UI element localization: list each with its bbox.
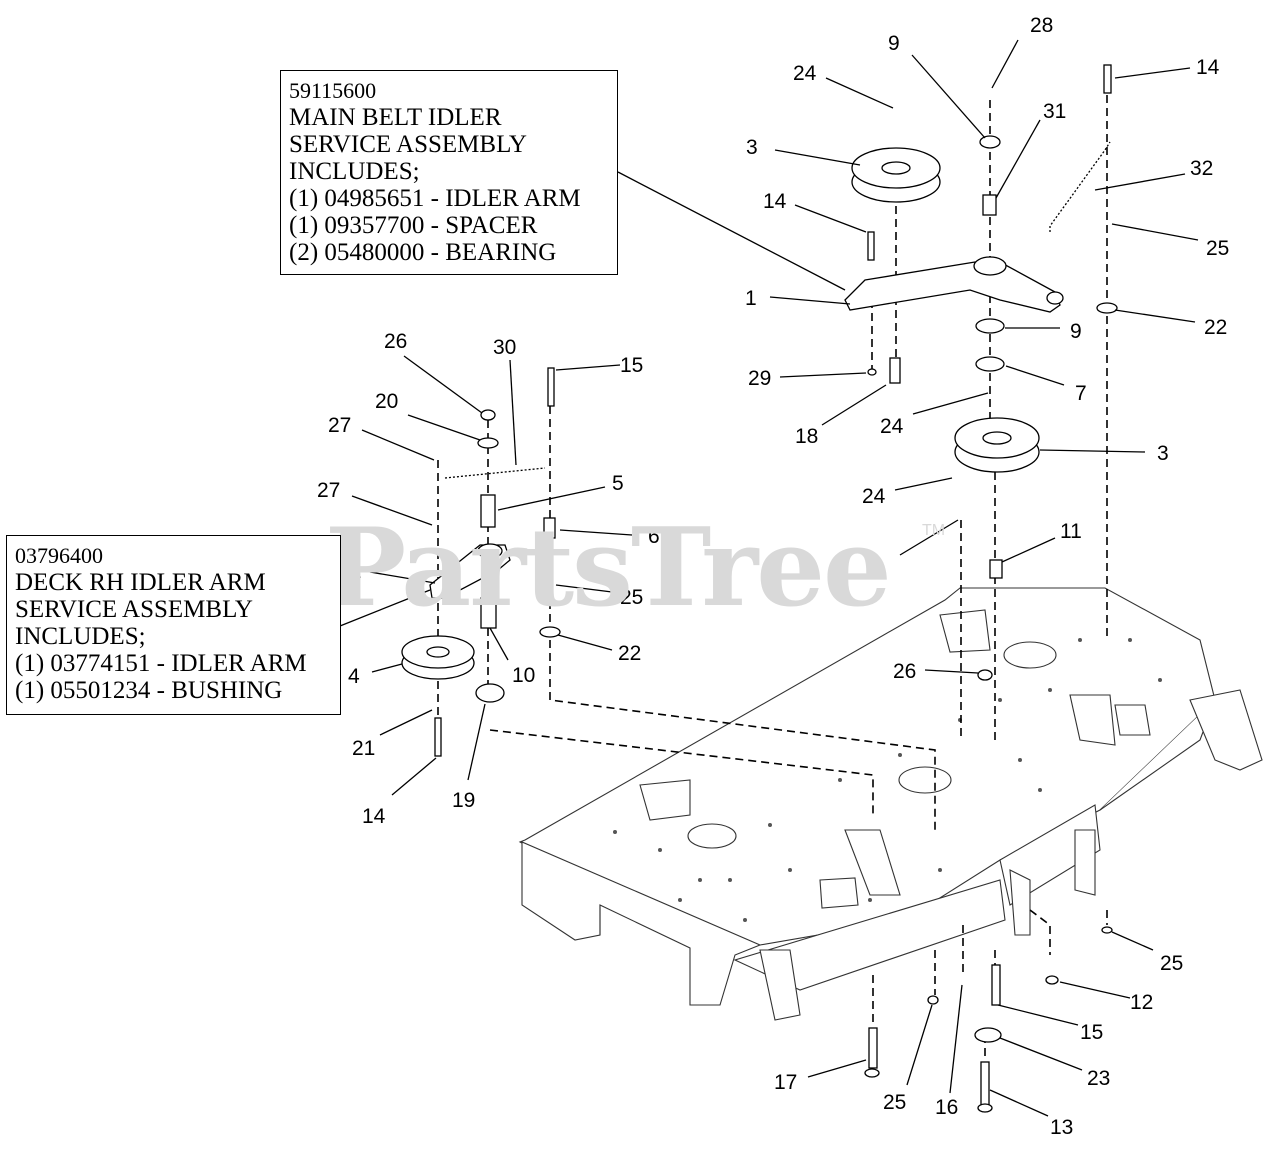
part-label: 31 (1043, 100, 1066, 123)
part-label: 25 (883, 1091, 906, 1114)
part-label: 22 (1204, 316, 1227, 339)
part-label: 27 (317, 479, 340, 502)
callout-line: SERVICE ASSEMBLY (15, 596, 253, 623)
part-label: 14 (763, 190, 787, 213)
callout-deck-rh-idler-arm: 03796400 DECK RH IDLER ARM SERVICE ASSEM… (6, 535, 341, 715)
part-label: 24 (880, 415, 904, 438)
pulley-rh (401, 635, 475, 680)
part-label: 26 (893, 660, 916, 683)
bushings-spacers (434, 64, 1112, 1108)
part-label: 24 (862, 485, 886, 508)
part-label: 2 (350, 560, 362, 583)
watermark-trademark: TM (922, 522, 946, 539)
watermark-logo: PartsTree (325, 505, 892, 631)
callout-line: 03796400 (15, 543, 103, 568)
part-label: 25 (620, 586, 643, 609)
callout-line: (1) 09357700 - SPACER (289, 212, 538, 239)
part-label: 14 (1196, 56, 1220, 79)
part-label: 10 (512, 664, 535, 687)
pulley-lower (954, 417, 1040, 473)
part-label: 20 (375, 390, 398, 413)
part-number-labels: 28 9 24 14 31 3 32 14 25 1 22 9 29 18 7 … (317, 14, 1229, 1139)
callout-line: DECK RH IDLER ARM (15, 569, 266, 596)
springs (444, 141, 1111, 479)
callout-line: (1) 04985651 - IDLER ARM (289, 185, 581, 212)
part-label: 32 (1190, 157, 1213, 180)
part-label: 3 (746, 136, 758, 159)
part-label: 5 (612, 472, 624, 495)
callout-line: (1) 05501234 - BUSHING (15, 677, 283, 704)
part-label: 9 (888, 32, 900, 55)
idler-arm-rh (429, 543, 511, 599)
part-label: 18 (795, 425, 818, 448)
part-label: 16 (935, 1096, 958, 1119)
part-label: 15 (620, 354, 643, 377)
callout-line: INCLUDES; (289, 158, 420, 185)
part-label: 28 (1030, 14, 1053, 37)
callout-line: 59115600 (289, 78, 377, 103)
part-label: 11 (1060, 520, 1082, 543)
part-label: 25 (1206, 237, 1229, 260)
part-label: 29 (748, 367, 771, 390)
callout-main-belt-idler: 59115600 MAIN BELT IDLER SERVICE ASSEMBL… (280, 70, 618, 275)
leader-lines (339, 39, 1199, 1117)
part-label: 26 (384, 330, 407, 353)
pulley-upper (851, 147, 941, 203)
part-label: 24 (793, 62, 817, 85)
part-label: 13 (1050, 1116, 1073, 1139)
part-label: 19 (452, 789, 475, 812)
part-label: 30 (493, 336, 516, 359)
mower-deck (518, 587, 1263, 1021)
part-label: 25 (1160, 952, 1183, 975)
part-label: 6 (648, 525, 660, 548)
part-label: 21 (352, 737, 375, 760)
callout-line: (1) 03774151 - IDLER ARM (15, 650, 307, 677)
washers-nuts (475, 135, 1118, 1113)
part-label: 14 (362, 805, 386, 828)
part-label: 7 (1075, 382, 1087, 405)
callout-line: SERVICE ASSEMBLY (289, 131, 527, 158)
part-label: 8 (873, 557, 885, 580)
idler-arm-main (844, 256, 1064, 313)
callout-line: (2) 05480000 - BEARING (289, 239, 557, 266)
part-label: 3 (1157, 442, 1169, 465)
part-label: 23 (1087, 1067, 1110, 1090)
callout-line: INCLUDES; (15, 623, 146, 650)
part-label: 1 (745, 287, 757, 310)
part-label: 17 (774, 1071, 797, 1094)
part-label: 22 (618, 642, 641, 665)
part-label: 12 (1130, 991, 1153, 1014)
part-label: 27 (328, 414, 351, 437)
part-label: 4 (348, 665, 360, 688)
part-label: 15 (1080, 1021, 1103, 1044)
callout-line: MAIN BELT IDLER (289, 104, 502, 131)
part-label: 9 (1070, 320, 1082, 343)
